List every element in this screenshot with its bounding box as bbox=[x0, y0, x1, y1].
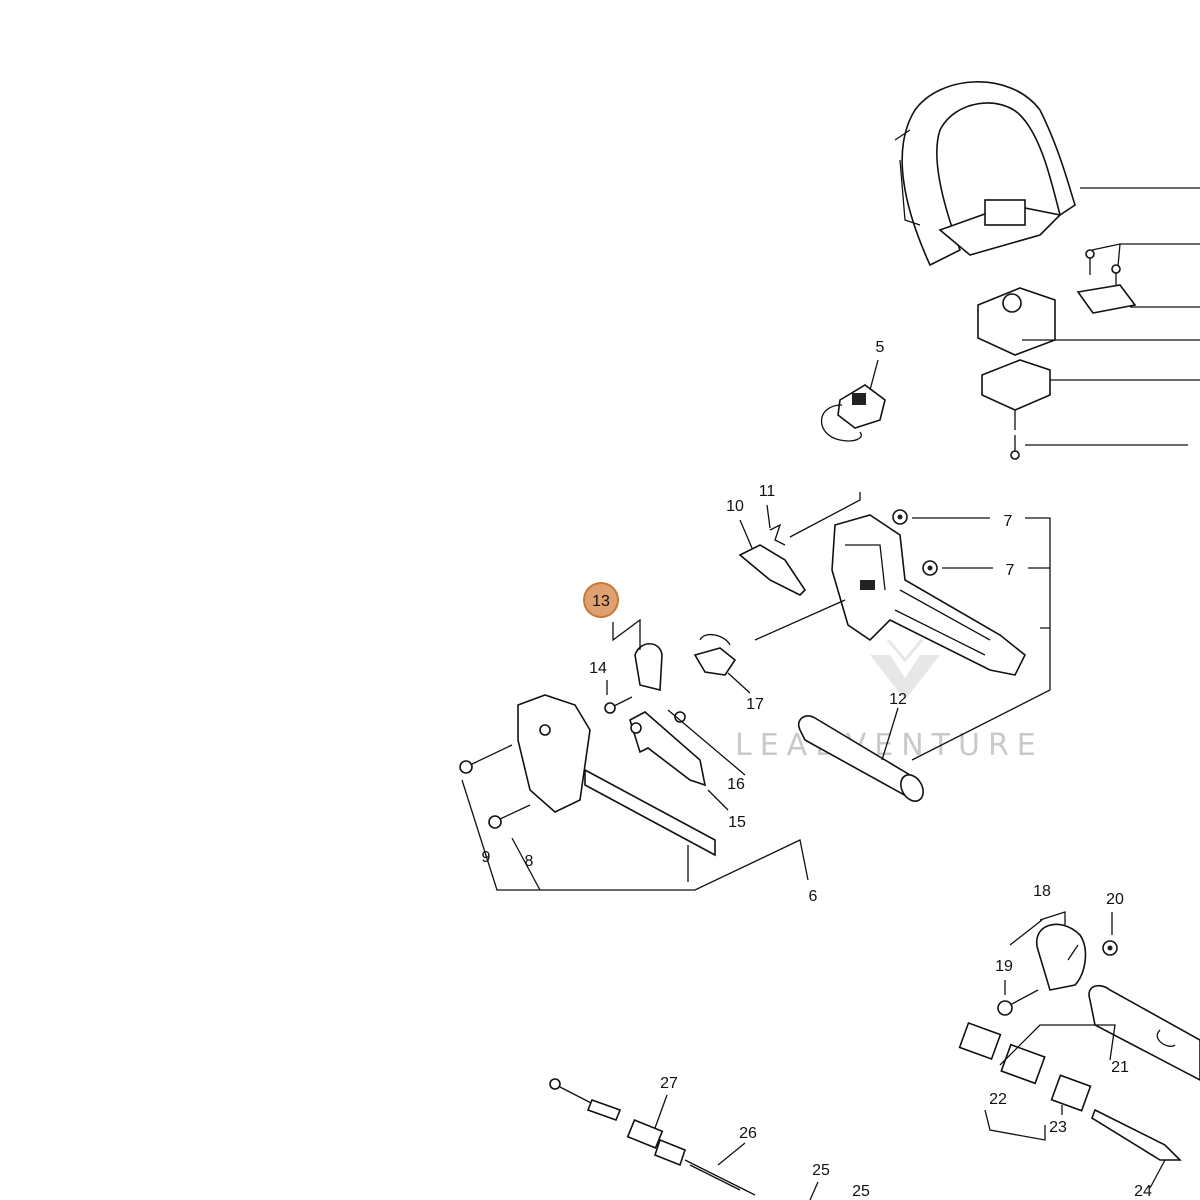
nut-lower[interactable] bbox=[922, 560, 938, 576]
throttle-cable[interactable] bbox=[549, 1078, 819, 1200]
callout-8-label: 8 bbox=[525, 853, 534, 870]
lower-nut[interactable] bbox=[1102, 912, 1118, 956]
callout-7-label: 7 bbox=[1004, 513, 1013, 530]
lower-clamp-bracket[interactable] bbox=[1009, 911, 1087, 991]
callout-26-label: 26 bbox=[739, 1125, 757, 1142]
callout-19-label: 19 bbox=[995, 958, 1013, 975]
wire-clip[interactable] bbox=[693, 633, 751, 694]
callout-6-label: 6 bbox=[809, 888, 818, 905]
callout-10-label: 10 bbox=[726, 498, 744, 515]
callout-5-label: 5 bbox=[876, 339, 885, 356]
callout-13-label: 13 bbox=[592, 593, 610, 610]
clamp-screw[interactable] bbox=[604, 680, 633, 714]
callout-14-label: 14 bbox=[589, 660, 607, 677]
throttle-handle-housing[interactable] bbox=[831, 514, 1027, 676]
grip-tube[interactable] bbox=[797, 707, 928, 805]
drive-shaft-tube[interactable] bbox=[1088, 984, 1200, 1081]
callout-18-label: 18 bbox=[1033, 883, 1051, 900]
lower-bolt[interactable] bbox=[997, 980, 1039, 1016]
callout-16-label: 16 bbox=[727, 776, 745, 793]
callout-21-label: 21 bbox=[1111, 1059, 1129, 1076]
callout-12-label: 12 bbox=[889, 691, 907, 708]
long-screw[interactable] bbox=[459, 744, 513, 774]
plate-screws[interactable] bbox=[1076, 243, 1200, 314]
callout-13-highlight[interactable] bbox=[583, 582, 619, 618]
rear-handle-housing[interactable] bbox=[517, 694, 716, 882]
throttle-trigger[interactable] bbox=[629, 711, 729, 811]
flex-drive-shaft[interactable] bbox=[1091, 1108, 1182, 1189]
callout-23-label: 23 bbox=[1049, 1119, 1067, 1136]
throttle-lockout-lever[interactable] bbox=[738, 519, 807, 596]
callout-labels: 5 7 7 10 11 12 14 17 16 15 9 8 6 18 20 19 21 22 23 27 26 25 25… bbox=[482, 339, 1152, 1200]
callout-9-label: 9 bbox=[482, 849, 491, 866]
callout-24-label: 24 bbox=[1134, 1183, 1152, 1200]
shaft-coupling[interactable] bbox=[1050, 1074, 1092, 1115]
clamp-block-upper[interactable] bbox=[977, 287, 1200, 356]
callout-20-label: 20 bbox=[1106, 891, 1124, 908]
loop-handle[interactable] bbox=[894, 81, 1076, 267]
callout-17-label: 17 bbox=[746, 696, 764, 713]
stop-switch[interactable] bbox=[820, 359, 886, 442]
callout-7-label: 7 bbox=[1006, 562, 1015, 579]
clamp-bolt[interactable] bbox=[1010, 435, 1188, 460]
callout-25-label: 25 bbox=[852, 1183, 870, 1200]
callout-27-label: 27 bbox=[660, 1075, 678, 1092]
lever-spring[interactable] bbox=[766, 504, 786, 546]
callout-22-label: 22 bbox=[989, 1091, 1007, 1108]
callout-11-label: 11 bbox=[759, 483, 776, 500]
handle-clamp[interactable] bbox=[612, 618, 663, 692]
nut-upper[interactable] bbox=[892, 509, 908, 525]
trigger-pin[interactable] bbox=[667, 709, 746, 776]
watermark-logo bbox=[870, 639, 940, 700]
watermark-text: LEADVENTURE bbox=[735, 728, 1044, 763]
vibration-isolators[interactable] bbox=[958, 1021, 1116, 1141]
short-screw[interactable] bbox=[488, 804, 531, 829]
callout-15-label: 15 bbox=[728, 814, 746, 831]
callout-25-label: 25 bbox=[812, 1162, 830, 1179]
clamp-block-lower[interactable] bbox=[981, 359, 1200, 430]
